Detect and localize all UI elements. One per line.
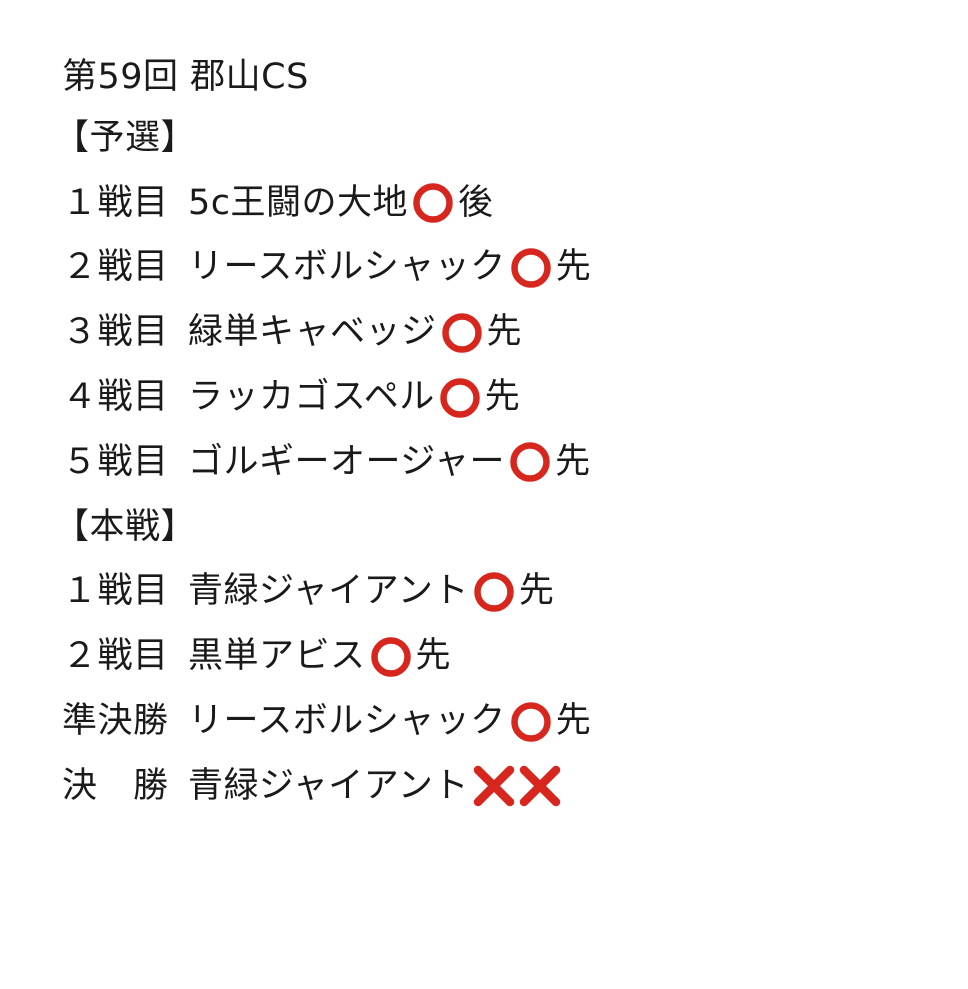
red-circle-icon xyxy=(368,634,414,680)
round-row: ３戦目緑単キャベッジ 先 xyxy=(62,300,942,365)
round-row: １戦目 5c王闘の大地 後 xyxy=(62,171,942,236)
round-label: ４戦目 xyxy=(62,377,169,418)
round-row: ４戦目ラッカゴスペル 先 xyxy=(62,365,942,430)
opponent-deck: ラッカゴスペル xyxy=(188,377,435,418)
red-circle-icon xyxy=(508,245,554,291)
opponent-deck: リースボルシャック xyxy=(188,701,506,742)
section-heading: 【本戦】 xyxy=(54,506,197,547)
play-order: 先 xyxy=(555,247,592,288)
red-circle-icon xyxy=(410,180,456,226)
round-row: 決 勝青緑ジャイアント xyxy=(62,754,942,819)
round-row: 準決勝リースボルシャック 先 xyxy=(62,689,942,754)
round-row: ２戦目黒単アビス 先 xyxy=(62,624,942,689)
opponent-deck: 青緑ジャイアント xyxy=(188,571,469,612)
round-row: ２戦目リースボルシャック 先 xyxy=(62,236,942,301)
red-circle-icon xyxy=(437,375,483,421)
round-label: ５戦目 xyxy=(62,441,169,482)
round-row: １戦目青緑ジャイアント 先 xyxy=(62,560,942,625)
document-title: 第59回 郡山CS xyxy=(62,48,942,106)
round-label: ２戦目 xyxy=(62,247,169,288)
round-label: １戦目 xyxy=(62,571,169,612)
red-circle-icon xyxy=(508,699,554,745)
play-order: 先 xyxy=(518,571,555,612)
play-order: 先 xyxy=(415,636,452,677)
title-text: 第59回 郡山CS xyxy=(62,56,309,97)
play-order: 先 xyxy=(486,312,523,353)
opponent-deck: 5c王闘の大地 xyxy=(188,182,409,223)
red-circle-icon xyxy=(471,569,517,615)
play-order: 後 xyxy=(458,182,494,223)
round-label: 決 勝 xyxy=(62,765,169,806)
play-order: 先 xyxy=(484,377,521,418)
round-label: 準決勝 xyxy=(62,701,169,742)
opponent-deck: リースボルシャック xyxy=(188,247,506,288)
round-label: １戦目 xyxy=(62,182,169,223)
opponent-deck: 青緑ジャイアント xyxy=(188,765,469,806)
red-circle-icon xyxy=(439,310,485,356)
red-circle-icon xyxy=(507,439,553,485)
red-cross-icon xyxy=(517,763,563,809)
red-cross-icon xyxy=(471,763,517,809)
round-label: ２戦目 xyxy=(62,636,169,677)
opponent-deck: 緑単キャベッジ xyxy=(188,312,437,353)
play-order: 先 xyxy=(555,701,592,742)
section-heading: 【予選】 xyxy=(54,117,197,158)
opponent-deck: ゴルギーオージャー xyxy=(188,441,506,482)
play-order: 先 xyxy=(555,441,591,482)
round-row: ５戦目ゴルギーオージャー 先 xyxy=(62,430,942,495)
opponent-deck: 黒単アビス xyxy=(188,636,366,677)
round-label: ３戦目 xyxy=(62,312,169,353)
